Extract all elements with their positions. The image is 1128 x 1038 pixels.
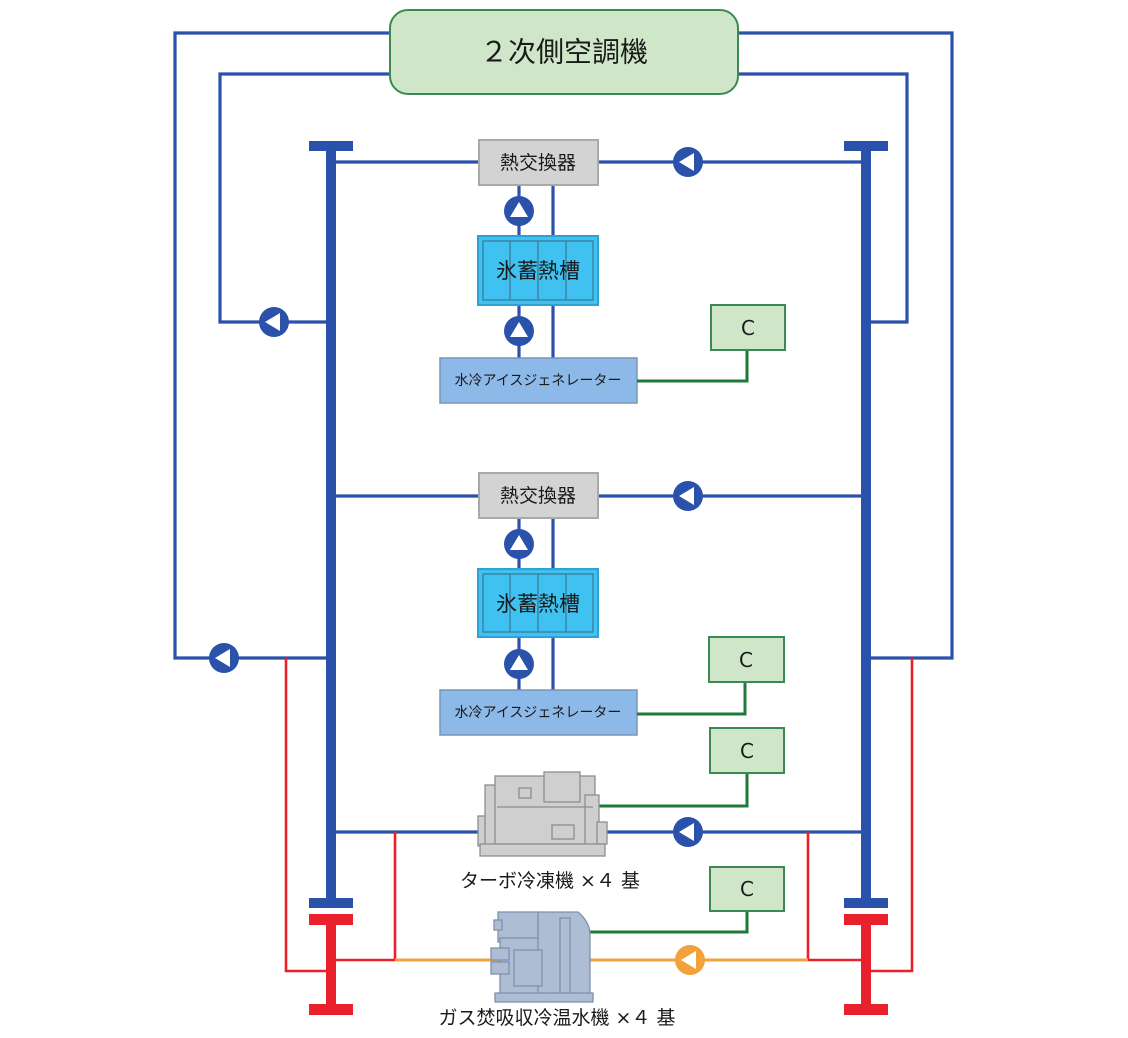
control-signal-line: [586, 911, 749, 934]
inner-right-return-pipe: [736, 72, 909, 324]
pump-icon: [673, 147, 703, 177]
absorption-chiller-label: ガス焚吸収冷温水機 ×４ 基: [439, 1007, 676, 1029]
pump-icon: [673, 817, 703, 847]
ice-generator-1: 水冷アイスジェネレーター: [439, 357, 638, 404]
pump-icon: [504, 649, 534, 679]
controller-label: C: [740, 877, 754, 901]
outer-left-supply-pipe: [173, 31, 392, 660]
turbo-chiller-icon: [477, 771, 608, 857]
controller-label: C: [741, 316, 755, 340]
right-header-bus: [844, 141, 888, 908]
ice-generator-label: 水冷アイスジェネレーター: [455, 705, 622, 721]
control-signal-line: [637, 682, 747, 716]
left-inner-hot-water-pipe: [331, 832, 397, 962]
controller-label: C: [739, 648, 753, 672]
heat-exchanger-2: 熱交換器: [478, 472, 599, 519]
controller-box-2: C: [708, 636, 785, 683]
controller-box-3: C: [709, 727, 785, 774]
outer-right-return-pipe: [736, 31, 954, 660]
ice-generator-label: 水冷アイスジェネレーター: [455, 373, 622, 389]
heat-exchanger-label: 熱交換器: [500, 152, 576, 174]
left-outer-hot-water-pipe: [284, 658, 331, 973]
inner-left-supply-pipe: [218, 72, 392, 324]
pump-icon: [504, 529, 534, 559]
heat-exchanger-1: 熱交換器: [478, 139, 599, 186]
ice-storage-tank-1: 氷蓄熱槽: [477, 235, 599, 306]
absorption-chiller-icon: [490, 911, 594, 1003]
controller-box-1: C: [710, 304, 786, 351]
pump-icon: [675, 945, 705, 975]
controller-label: C: [740, 739, 754, 763]
right-inner-hot-water-pipe: [806, 832, 866, 962]
right-hot-water-header: [844, 914, 888, 1015]
pump-icon: [259, 307, 289, 337]
right-outer-hot-water-pipe: [866, 658, 914, 973]
pump-icon: [673, 481, 703, 511]
left-header-bus: [309, 141, 353, 908]
ice-tank-label: 氷蓄熱槽: [496, 592, 580, 616]
controller-box-4: C: [709, 866, 785, 912]
heat-exchanger-label: 熱交換器: [500, 485, 576, 507]
secondary-unit-label: ２次側空調機: [480, 36, 648, 69]
pump-icon: [504, 316, 534, 346]
left-hot-water-header: [309, 914, 353, 1015]
pump-icon: [504, 196, 534, 226]
ice-generator-2: 水冷アイスジェネレーター: [439, 689, 638, 736]
ice-tank-label: 氷蓄熱槽: [496, 259, 580, 283]
pump-icon: [209, 643, 239, 673]
turbo-chiller-label: ターボ冷凍機 ×４ 基: [460, 870, 640, 892]
control-signal-line: [637, 350, 749, 383]
control-signal-line: [598, 773, 749, 808]
ice-storage-tank-2: 氷蓄熱槽: [477, 568, 599, 638]
secondary-air-conditioner-unit: ２次側空調機: [389, 9, 739, 95]
